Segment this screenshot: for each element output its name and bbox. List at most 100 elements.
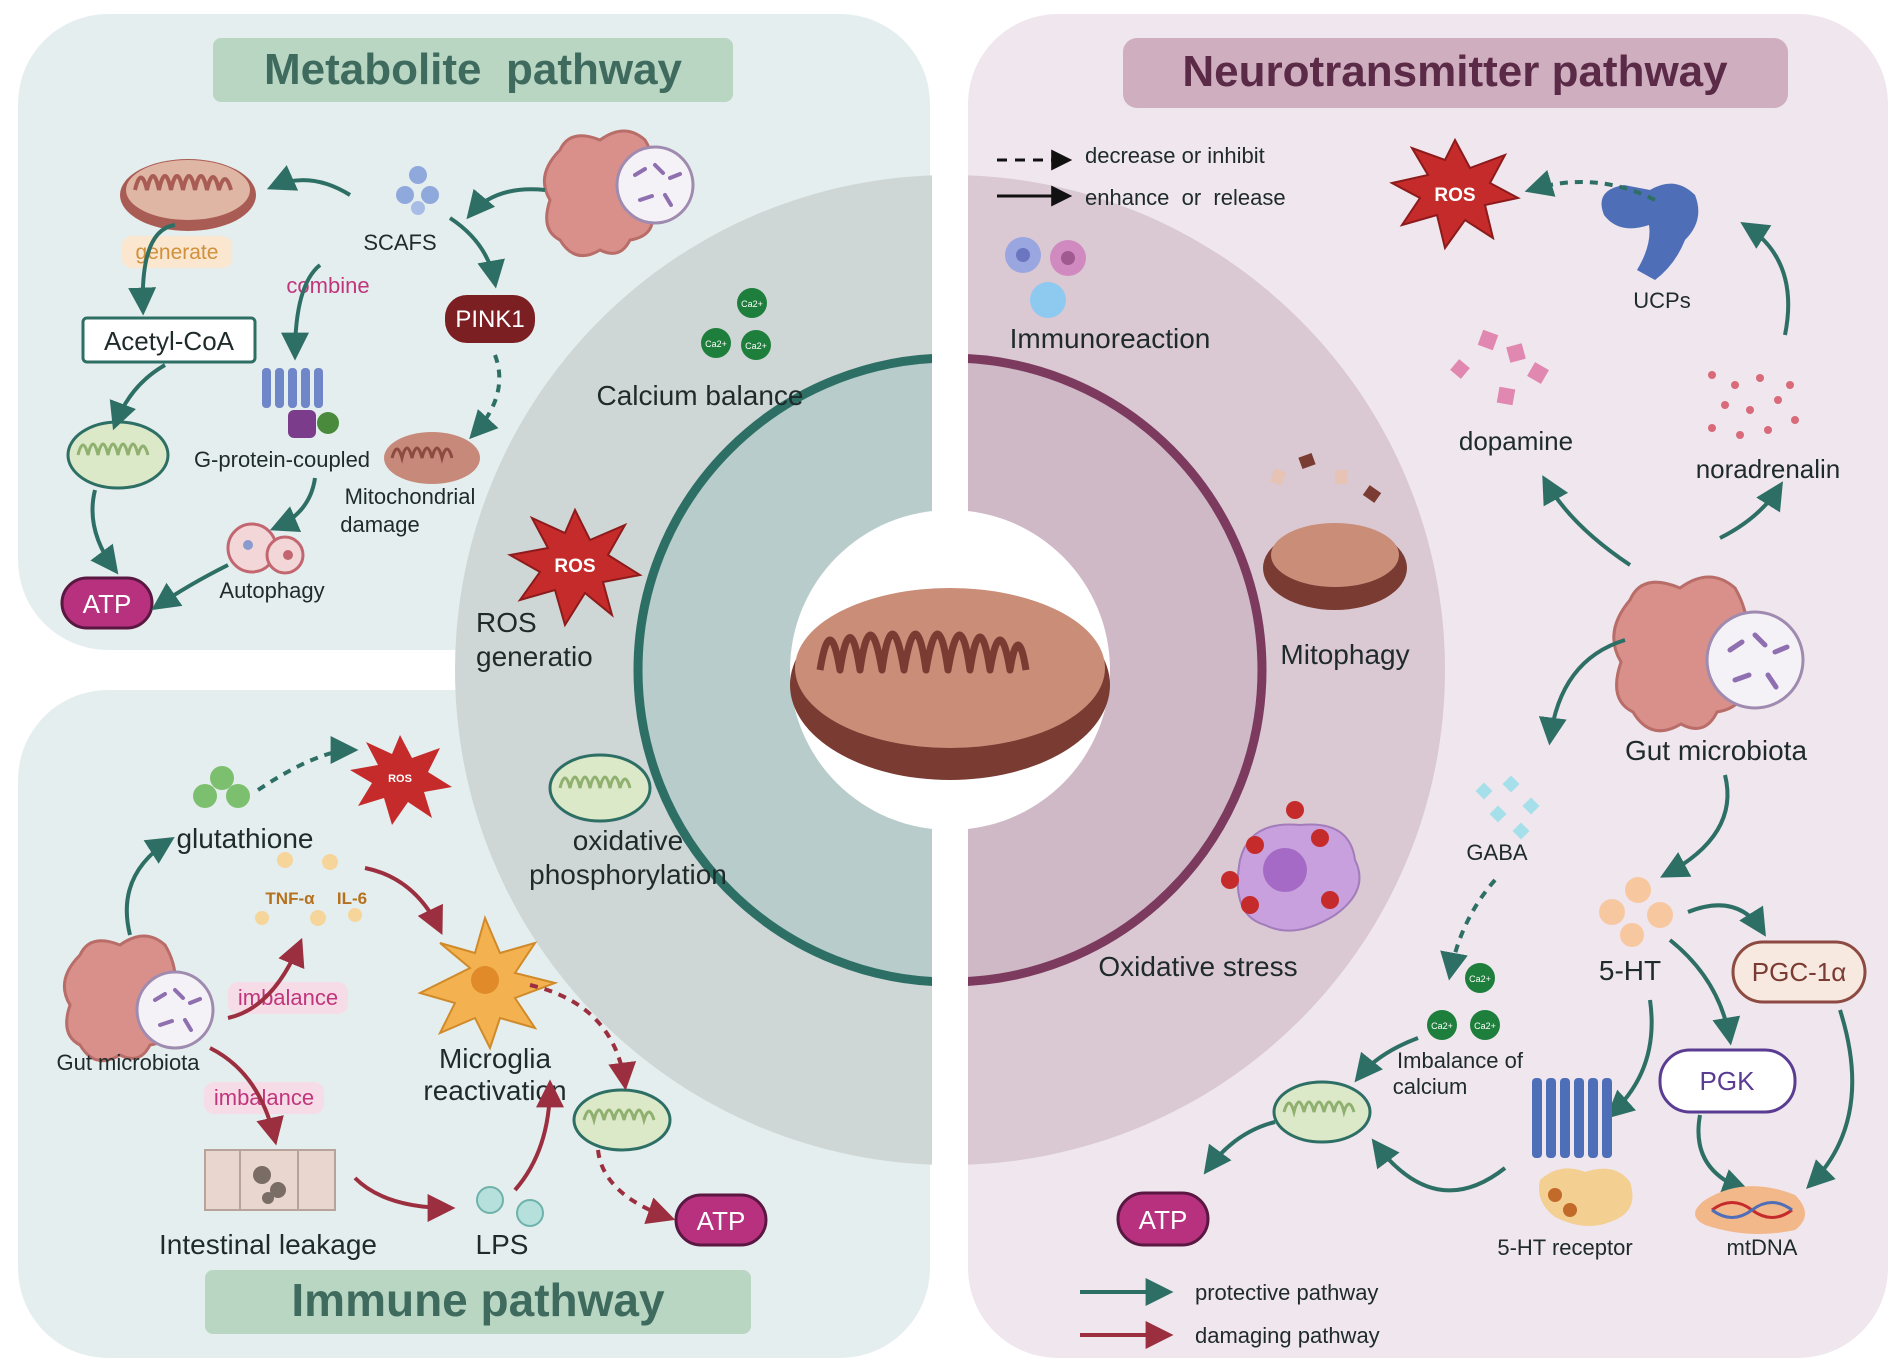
5ht-receptor-icon bbox=[1532, 1078, 1633, 1226]
mitochondrion-icon-immune bbox=[572, 1088, 672, 1152]
noradrenalin-icon bbox=[1708, 371, 1799, 439]
pink1-label: PINK1 bbox=[455, 306, 524, 333]
autophagy-icon bbox=[226, 522, 305, 575]
lps-icon bbox=[476, 1186, 544, 1227]
legend-damaging: damaging pathway bbox=[1195, 1323, 1380, 1348]
ros-burst-immune: ROS bbox=[350, 735, 452, 825]
glutathione-label: glutathione bbox=[176, 823, 313, 854]
healthy-mitochondrion-icon-1 bbox=[66, 420, 170, 490]
gut-icon-neuro bbox=[1612, 575, 1805, 733]
mitophagy-label: Mitophagy bbox=[1280, 639, 1409, 670]
cytokine-dots-icon bbox=[255, 852, 362, 926]
svg-text:Ca2+: Ca2+ bbox=[741, 299, 763, 309]
metabolite-title: Metabolite pathway bbox=[264, 45, 683, 94]
immunoreaction-label: Immunoreaction bbox=[1010, 323, 1211, 354]
legend-decrease: decrease or inhibit bbox=[1085, 143, 1265, 168]
pink1-badge bbox=[445, 295, 535, 343]
mitochondrion-icon-1 bbox=[120, 159, 256, 231]
mitophagy-icon bbox=[1263, 452, 1407, 610]
svg-text:ROS: ROS bbox=[1434, 185, 1475, 206]
svg-text:Ca2+: Ca2+ bbox=[1469, 974, 1491, 984]
atp-label-1: ATP bbox=[83, 589, 132, 619]
oxidative-stress-label: Oxidative stress bbox=[1098, 951, 1297, 982]
ros-burst-center: ROS bbox=[507, 507, 643, 628]
svg-text:Ca2+: Ca2+ bbox=[1431, 1021, 1453, 1031]
tnf-label: TNF-α bbox=[265, 889, 315, 908]
imbalance-calcium-label-1: Imbalance of bbox=[1397, 1048, 1524, 1073]
mito-damage-label-2: damage bbox=[340, 512, 420, 537]
pgc-badge bbox=[1731, 940, 1867, 1004]
intestinal-leakage-icon bbox=[204, 1149, 336, 1211]
combine-label: combine bbox=[286, 273, 369, 298]
svg-text:ROS: ROS bbox=[554, 556, 595, 577]
microglia-label-2: reactivation bbox=[423, 1075, 566, 1106]
acetyl-coa-label: Acetyl-CoA bbox=[104, 326, 235, 356]
noradrenalin-label: noradrenalin bbox=[1696, 454, 1841, 484]
scafs-icon bbox=[396, 166, 439, 215]
svg-text:Ca2+: Ca2+ bbox=[745, 341, 767, 351]
mito-damage-label-1: Mitochondrial bbox=[345, 484, 476, 509]
imbalance-calcium-label-2: calcium bbox=[1393, 1074, 1468, 1099]
gut-microbiota-label-neuro: Gut microbiota bbox=[1625, 735, 1807, 766]
oxphos-label-1: oxidative bbox=[573, 825, 684, 856]
gut-icon-immune bbox=[62, 934, 215, 1063]
autophagy-label: Autophagy bbox=[219, 578, 324, 603]
pgc-label: PGC-1α bbox=[1752, 957, 1847, 987]
microglia-label-1: Microglia bbox=[439, 1043, 551, 1074]
neuro-title-banner bbox=[1123, 38, 1788, 108]
ros-generation-label-1: ROS bbox=[476, 607, 537, 638]
intestinal-leakage-label: Intestinal leakage bbox=[159, 1229, 377, 1260]
legend-enhance: enhance or release bbox=[1085, 185, 1286, 210]
legend-protective: protective pathway bbox=[1195, 1280, 1378, 1305]
svg-text:ROS: ROS bbox=[388, 773, 412, 785]
5ht-label: 5-HT bbox=[1599, 955, 1661, 986]
ucps-label: UCPs bbox=[1633, 288, 1690, 313]
mtdna-icon bbox=[1695, 1186, 1805, 1234]
central-mitochondrion-icon bbox=[790, 588, 1110, 780]
il6-label: IL-6 bbox=[337, 889, 367, 908]
microglia-icon bbox=[417, 915, 559, 1051]
serotonin-icon bbox=[1599, 877, 1673, 947]
calcium-balance-label: Calcium balance bbox=[597, 380, 804, 411]
pgk-badge bbox=[1658, 1048, 1797, 1114]
oxphos-mitochondrion-icon bbox=[548, 753, 652, 823]
atp-label-immune: ATP bbox=[697, 1206, 746, 1236]
calcium-icon-center: Ca2+ Ca2+ Ca2+ bbox=[701, 288, 771, 360]
immune-title-banner bbox=[205, 1270, 751, 1334]
gaba-icon bbox=[1475, 775, 1540, 840]
scafs-label: SCAFS bbox=[363, 230, 436, 255]
glutathione-icon bbox=[193, 766, 250, 808]
generate-label: generate bbox=[136, 241, 219, 264]
gut-microbiota-label-immune: Gut microbiota bbox=[56, 1050, 200, 1075]
oxidative-stress-icon bbox=[1221, 801, 1361, 932]
calcium-icon-neuro: Ca2+ Ca2+ Ca2+ bbox=[1427, 963, 1500, 1040]
dopamine-label: dopamine bbox=[1459, 426, 1573, 456]
mitochondrion-icon-neuro bbox=[1272, 1080, 1372, 1144]
mtdna-label: mtDNA bbox=[1727, 1235, 1798, 1260]
ros-burst-neuro: ROS bbox=[1389, 137, 1521, 251]
metabolite-title-banner bbox=[213, 38, 733, 102]
neuro-title: Neurotransmitter pathway bbox=[1182, 47, 1728, 96]
atp-label-neuro: ATP bbox=[1139, 1205, 1188, 1235]
immune-cells-icon bbox=[1005, 237, 1086, 318]
pgk-label: PGK bbox=[1700, 1066, 1756, 1096]
5ht-receptor-label: 5-HT receptor bbox=[1497, 1235, 1632, 1260]
ucp-protein-icon bbox=[1601, 183, 1699, 280]
g-protein-label: G-protein-coupled bbox=[194, 447, 370, 472]
oxphos-label-2: phosphorylation bbox=[529, 859, 727, 890]
gaba-label: GABA bbox=[1466, 840, 1527, 865]
svg-text:Ca2+: Ca2+ bbox=[1474, 1021, 1496, 1031]
g-protein-receptor-icon bbox=[262, 368, 339, 438]
ros-generation-label-2: generatio bbox=[476, 641, 593, 672]
imbalance-badge-2 bbox=[204, 1082, 324, 1114]
immune-title: Immune pathway bbox=[291, 1274, 665, 1326]
svg-text:Ca2+: Ca2+ bbox=[705, 339, 727, 349]
atp-badge-neuro bbox=[1116, 1191, 1210, 1247]
atp-badge-immune bbox=[674, 1193, 768, 1247]
damaged-mitochondrion-icon bbox=[384, 432, 480, 484]
lps-label: LPS bbox=[476, 1229, 529, 1260]
gut-icon bbox=[542, 129, 695, 258]
acetyl-coa-box bbox=[81, 316, 257, 364]
